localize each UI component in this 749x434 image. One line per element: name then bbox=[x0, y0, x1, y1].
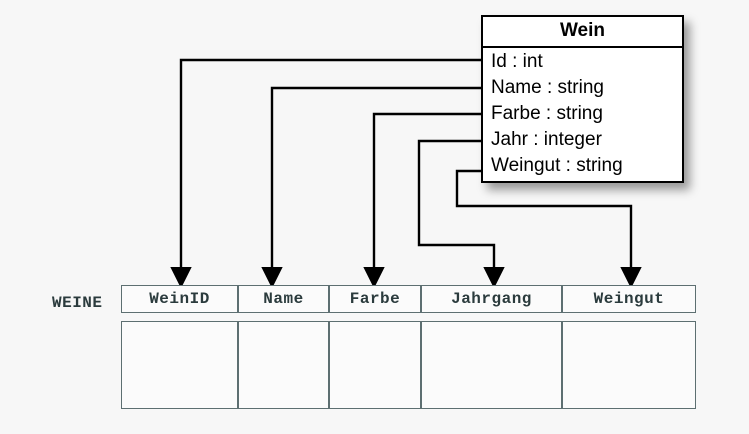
column-header-name: Name bbox=[238, 285, 329, 313]
uml-attribute: Name : string bbox=[491, 77, 604, 98]
uml-attribute: Farbe : string bbox=[491, 103, 603, 124]
table-cell bbox=[329, 321, 421, 409]
column-header-weingut: Weingut bbox=[562, 285, 696, 313]
relation-name-label: WEINE bbox=[52, 294, 103, 312]
column-header-jahrgang: Jahrgang bbox=[421, 285, 562, 313]
table-header-row: WeinID Name Farbe Jahrgang Weingut bbox=[121, 285, 696, 313]
connector-name-to-name bbox=[261, 86, 481, 289]
uml-attribute: Jahr : integer bbox=[491, 129, 602, 150]
relational-table: WeinID Name Farbe Jahrgang Weingut bbox=[121, 285, 696, 409]
uml-attribute-list: Id : int Name : string Farbe : string Ja… bbox=[483, 48, 682, 181]
column-header-farbe: Farbe bbox=[329, 285, 421, 313]
table-cell bbox=[562, 321, 696, 409]
uml-attribute: Weingut : string bbox=[491, 155, 623, 176]
table-cell bbox=[421, 321, 562, 409]
uml-class-box[interactable]: Wein Id : int Name : string Farbe : stri… bbox=[481, 15, 684, 183]
table-row bbox=[121, 321, 696, 409]
uml-attribute: Id : int bbox=[491, 51, 543, 72]
table-cell bbox=[238, 321, 329, 409]
uml-class-name: Wein bbox=[483, 17, 682, 48]
table-cell bbox=[121, 321, 238, 409]
connector-id-to-weinid bbox=[170, 58, 481, 289]
column-header-weinid: WeinID bbox=[121, 285, 238, 313]
connector-weingut-to-weingut bbox=[455, 169, 642, 289]
table-row-gap bbox=[121, 313, 696, 321]
connector-farbe-to-farbe bbox=[363, 112, 481, 289]
